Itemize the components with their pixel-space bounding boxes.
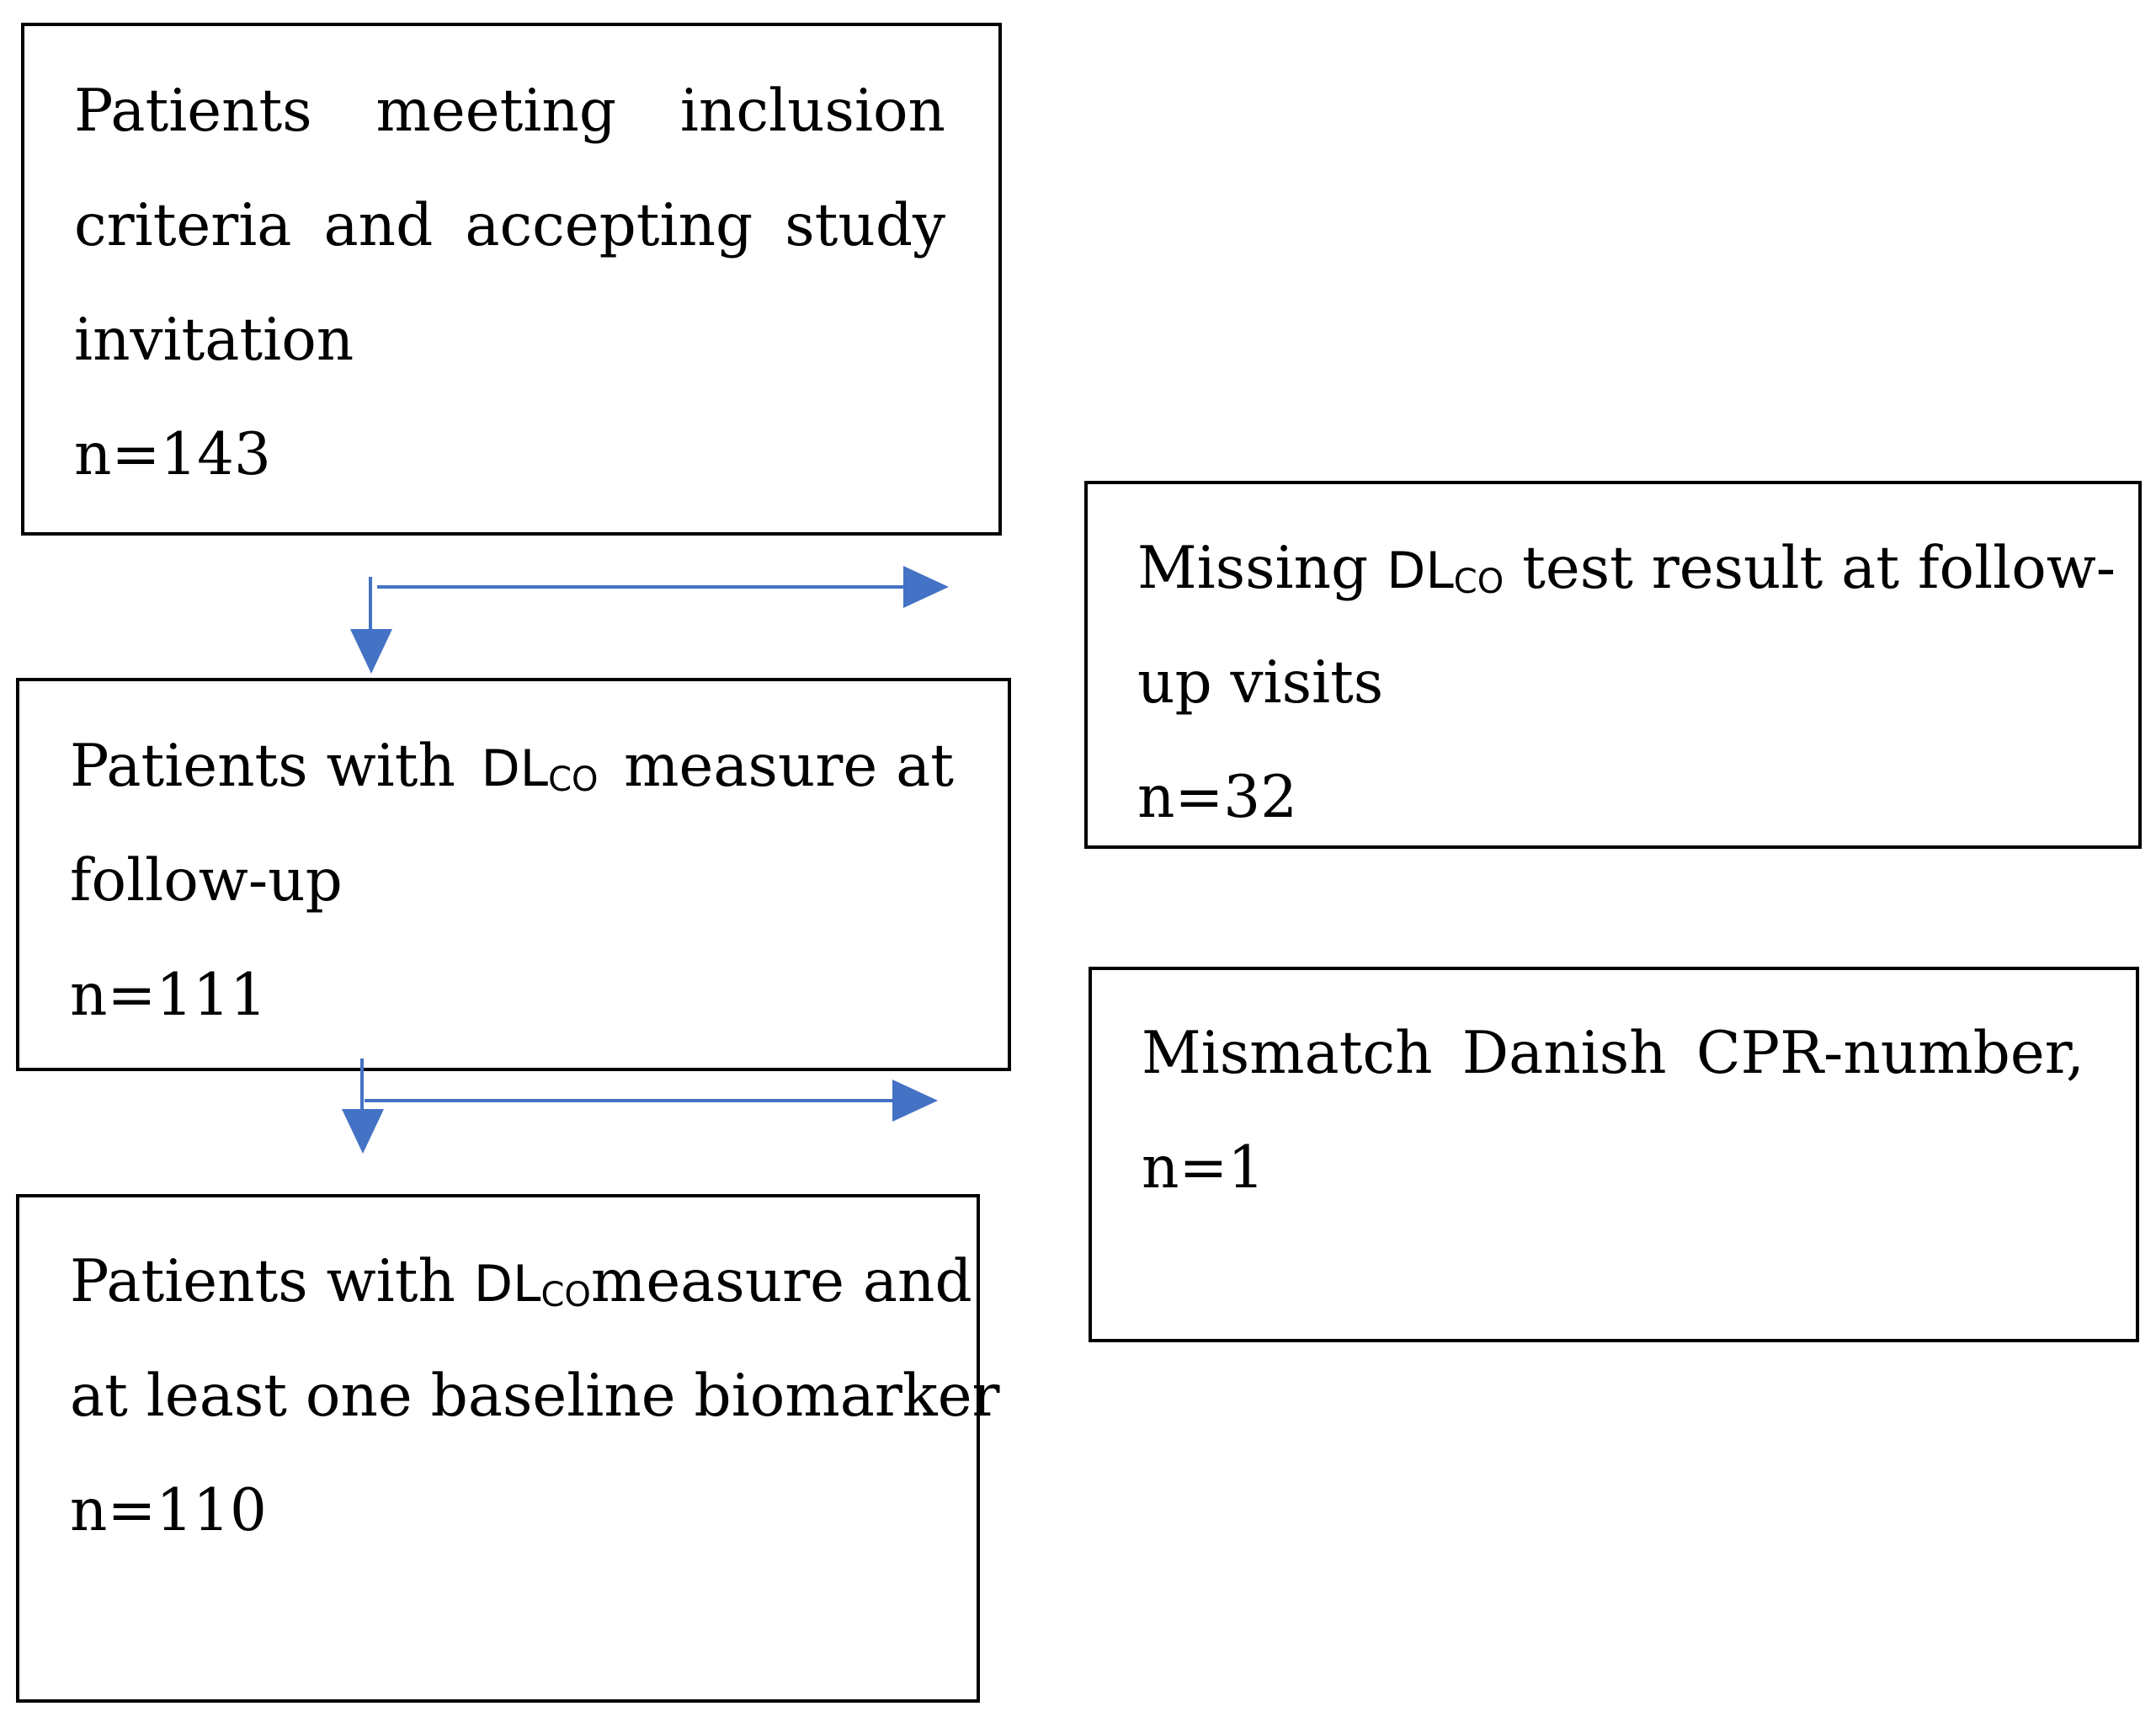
final-line-2: at least one baseline biomarker (70, 1362, 1000, 1430)
box-missing (1084, 481, 2142, 849)
dlco-followup-pre: Patients with (70, 733, 455, 800)
final-count: n=110 (70, 1477, 267, 1544)
inclusion-count: n=143 (74, 421, 271, 488)
arrow-2-right-head (892, 1080, 938, 1122)
final-pre: Patients with (70, 1248, 455, 1315)
final-term: DLCO (473, 1255, 591, 1314)
dlco-followup-count: n=111 (70, 962, 267, 1029)
arrow-1-right-head (903, 566, 949, 608)
missing-term: DLCO (1387, 541, 1504, 601)
dlco-followup-line-1: Patients with DLCO measure at (70, 733, 954, 813)
final-post: measure and (590, 1248, 972, 1315)
missing-post: test result at follow- (1522, 535, 2116, 602)
missing-count: n=32 (1137, 764, 1298, 831)
mismatch-line-1: Mismatch Danish CPR-number, (1142, 1020, 2084, 1087)
inclusion-line-2: criteria and accepting study (74, 192, 945, 259)
arrow-1-down-head (350, 629, 392, 674)
dlco-followup-post: measure at (624, 733, 954, 800)
box-dlco-followup (16, 678, 1011, 1071)
inclusion-line-3: invitation (74, 307, 354, 374)
dlco-followup-line-2: follow-up (70, 847, 343, 914)
box-mismatch (1089, 967, 2139, 1342)
inclusion-line-1: Patients meeting inclusion (74, 77, 945, 145)
arrow-2-down-head (342, 1109, 384, 1154)
missing-line-2: up visits (1137, 649, 1384, 717)
missing-pre: Missing (1137, 535, 1369, 602)
box-final (16, 1194, 980, 1703)
missing-line-1: Missing DLCO test result at follow- (1137, 535, 2116, 616)
mismatch-count: n=1 (1142, 1134, 1265, 1202)
final-line-1: Patients with DLCOmeasure and (70, 1248, 972, 1329)
dlco-followup-term: DLCO (481, 739, 599, 799)
box-inclusion (21, 23, 1002, 536)
